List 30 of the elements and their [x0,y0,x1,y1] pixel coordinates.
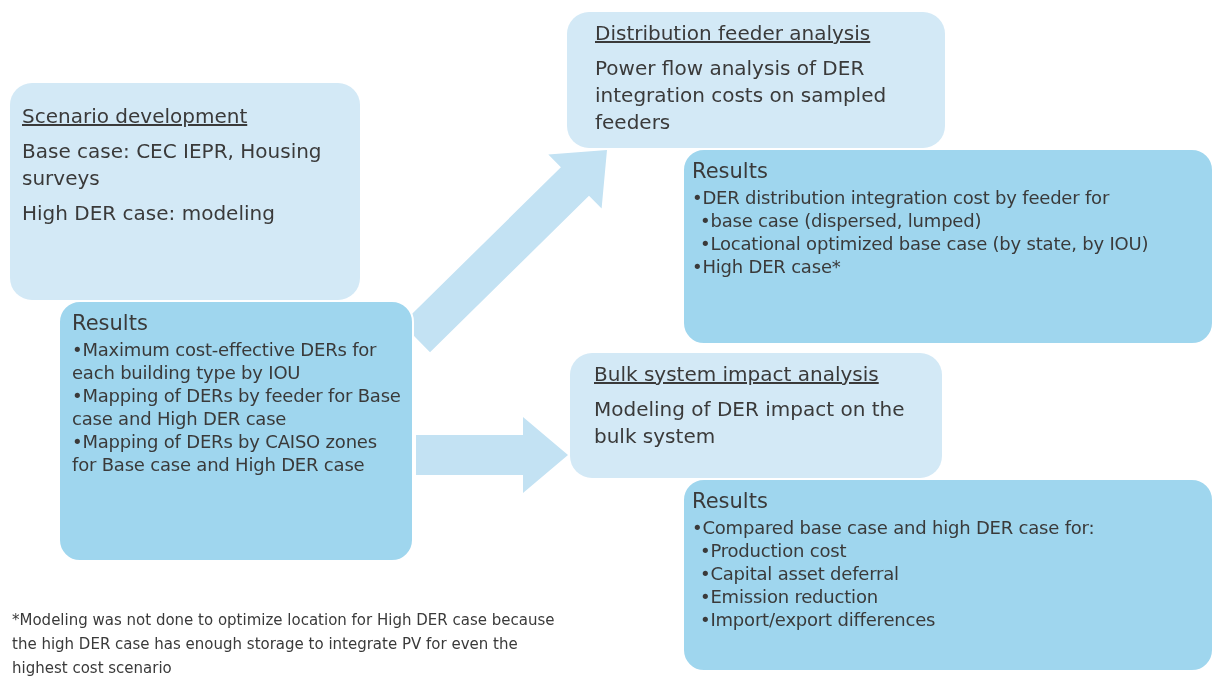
bullet-item: •Compared base case and high DER case for: [692,516,1096,539]
bullet-item: •Emission reduction [699,585,879,608]
bullet-item: •Maximum cost-effective DERs for each building type by IOU [72,338,378,384]
description-text: High DER case: modeling [22,200,276,227]
results-heading: Results [692,488,769,514]
bullet-item: •Mapping of DERs by CAISO zones for Base case and High DER case [72,430,378,476]
results-heading: Results [72,310,149,336]
bullet-item: •DER distribution integration cost by feeder for [692,186,1111,209]
description-text: Base case: CEC IEPR, Housing surveys [22,138,323,192]
bullet-item: •Capital asset deferral [699,562,900,585]
section-heading: Distribution feeder analysis [595,20,872,47]
bullet-item: •Locational optimized base case (by state, by IOU) [699,232,1150,255]
results-box [682,148,1214,345]
section-heading: Bulk system impact analysis [594,361,880,388]
bullet-item: •High DER case* [692,255,842,278]
bullet-item: •base case (dispersed, lumped) [699,209,983,232]
bullet-item: •Import/export differences [699,608,937,631]
bullet-item: •Mapping of DERs by feeder for Base case and High DER case [72,384,402,430]
footnote: *Modeling was not done to optimize location for High DER case because the high DER case has enough storage to integrate PV for even the highest cost scenario [12,610,556,679]
results-box [682,478,1214,672]
block-arrow [416,417,568,493]
analysis-box [10,83,360,300]
description-text: Power flow analysis of DER integration costs on sampled feeders [595,55,888,136]
section-heading: Scenario development [22,103,249,130]
results-box [58,300,414,562]
results-heading: Results [692,158,769,184]
bullet-item: •Production cost [699,539,848,562]
analysis-box [570,353,942,478]
analysis-box [567,12,945,148]
description-text: Modeling of DER impact on the bulk system [594,396,906,450]
